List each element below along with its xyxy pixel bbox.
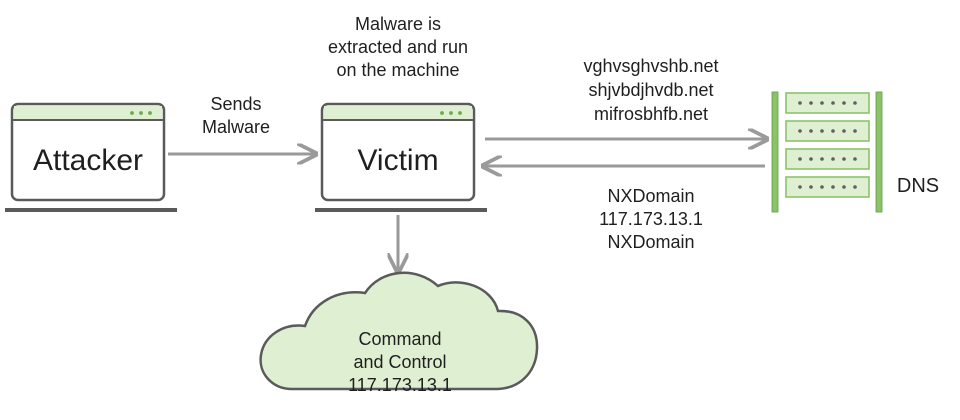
- cnc-label-line-2: and Control: [353, 352, 446, 372]
- laptop-icon: [315, 102, 487, 212]
- victim-node: Victim Malware is extracted and run on t…: [315, 14, 487, 212]
- attacker-label: Attacker: [33, 144, 143, 177]
- cnc-label-line-1: Command: [358, 329, 441, 349]
- victim-label: Victim: [357, 144, 438, 177]
- dns-to-victim-edge: NXDomain 117.173.13.1 NXDomain: [485, 166, 765, 252]
- victim-note-line-3: on the machine: [336, 60, 459, 80]
- domain-query-1: vghvsghvshb.net: [583, 56, 718, 76]
- sends-malware-line-2: Malware: [202, 117, 270, 137]
- victim-note-line-1: Malware is: [355, 14, 441, 34]
- command-and-control-node: Command and Control 117.173.13.1: [259, 271, 539, 395]
- dns-label: DNS: [897, 175, 939, 197]
- cnc-label-line-3: 117.173.13.1: [348, 375, 452, 395]
- laptop-icon: [5, 102, 177, 212]
- victim-note-line-2: extracted and run: [328, 37, 468, 57]
- cloud-icon: [259, 271, 539, 391]
- attacker-node: Attacker: [5, 102, 177, 212]
- dns-response-1: NXDomain: [607, 186, 694, 206]
- attacker-to-victim-edge: Sends Malware: [168, 94, 314, 154]
- domain-query-3: mifrosbhfb.net: [594, 104, 708, 124]
- victim-to-dns-edge: vghvsghvshb.net shjvbdjhvdb.net mifrosbh…: [485, 56, 765, 139]
- dns-response-2: 117.173.13.1: [599, 209, 703, 229]
- dns-response-3: NXDomain: [607, 232, 694, 252]
- dns-node: DNS: [771, 91, 939, 213]
- domain-query-2: shjvbdjhvdb.net: [588, 80, 713, 100]
- sends-malware-line-1: Sends: [210, 94, 261, 114]
- server-rack-icon: [771, 91, 883, 213]
